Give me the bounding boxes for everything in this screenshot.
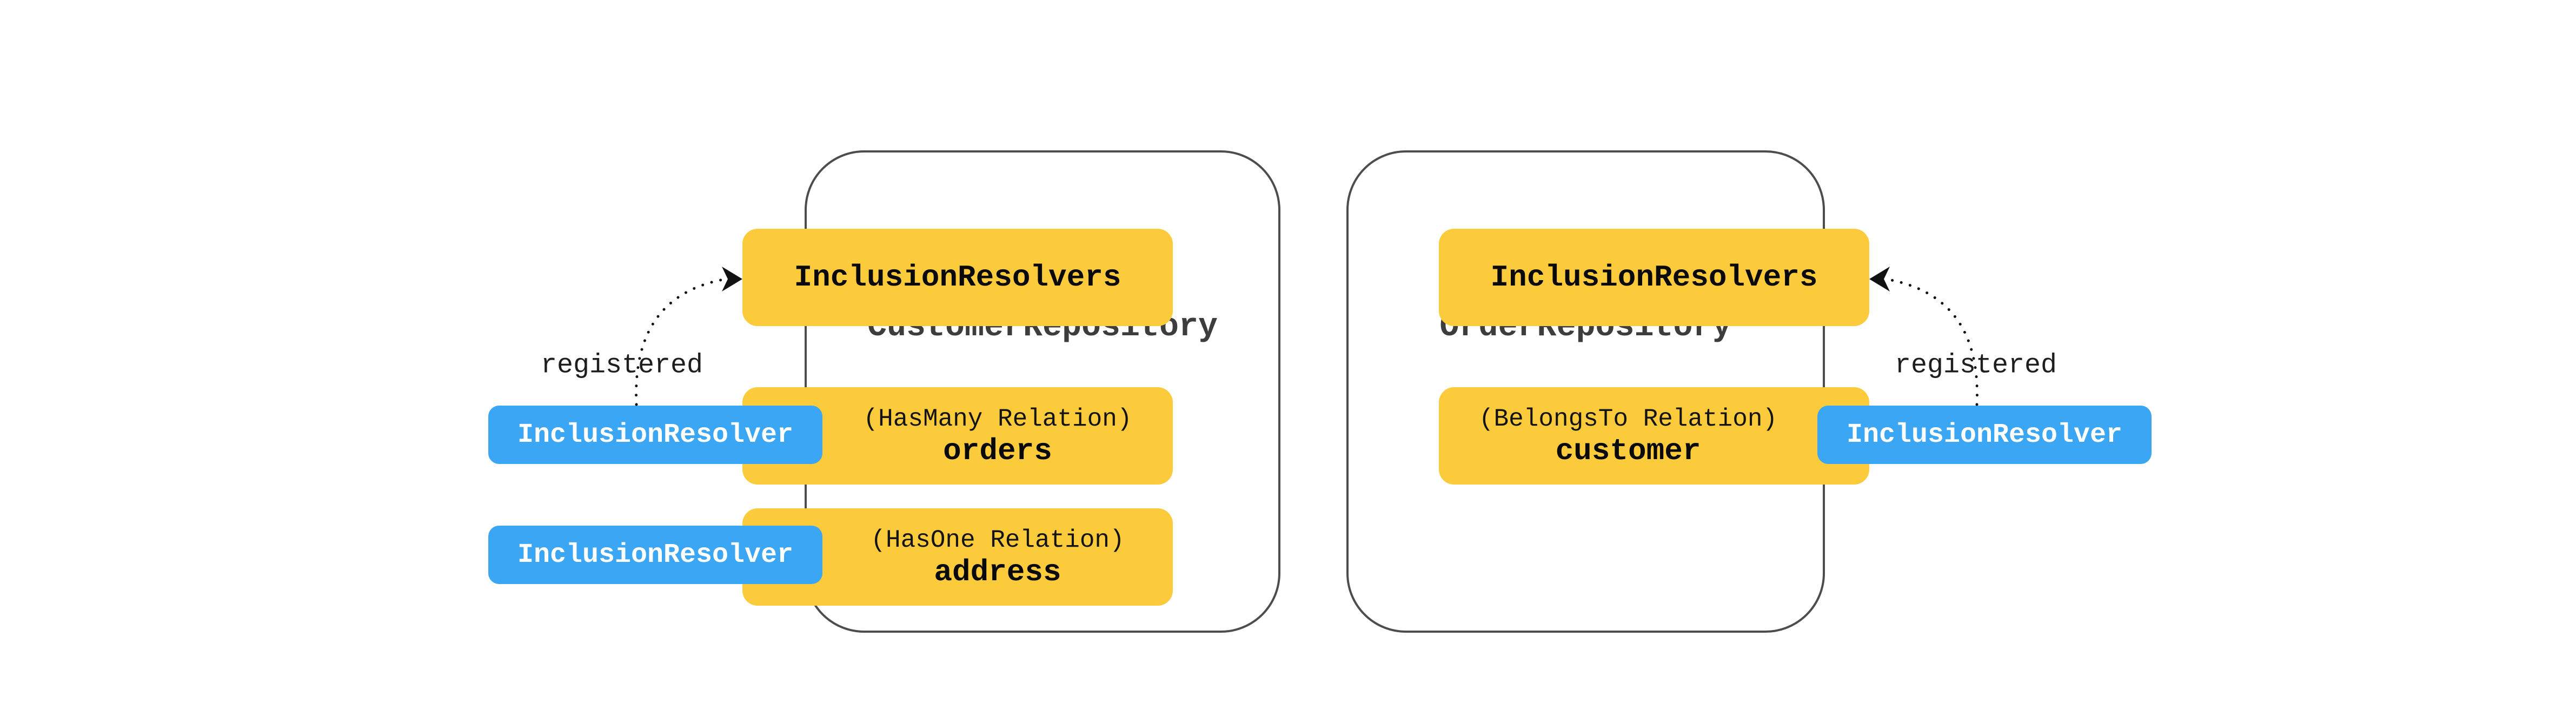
inclusion-resolver-chip-orders: InclusionResolver (488, 406, 822, 464)
inclusion-resolver-chip-customer: InclusionResolver (1817, 406, 2152, 464)
relation-name-label: orders (943, 434, 1052, 468)
arrowhead-left-icon (1869, 267, 1890, 291)
inclusion-resolvers-label: InclusionResolvers (794, 260, 1121, 295)
customer-inclusion-resolvers-box: InclusionResolvers (742, 229, 1173, 326)
relation-type-label: (HasMany Relation) (863, 405, 1132, 433)
registered-dotted-edge-right (1887, 278, 1979, 406)
relation-box-customer: (BelongsTo Relation) customer (1439, 387, 1869, 485)
registered-edge-label-right: registered (1894, 350, 2057, 381)
registered-edge-label-left: registered (540, 350, 703, 381)
arrowhead-right-icon (722, 267, 742, 291)
relation-box-orders: (HasMany Relation) orders (742, 387, 1173, 485)
inclusion-resolver-chip-label: InclusionResolver (1846, 419, 2123, 450)
registered-dotted-edge-left (635, 278, 725, 406)
inclusion-resolver-chip-label: InclusionResolver (517, 539, 794, 571)
inclusion-resolver-chip-address: InclusionResolver (488, 526, 822, 584)
order-inclusion-resolvers-box: InclusionResolvers (1439, 229, 1869, 326)
relation-name-label: address (934, 555, 1061, 589)
relation-type-label: (HasOne Relation) (871, 526, 1125, 554)
inclusion-resolver-chip-label: InclusionResolver (517, 419, 794, 450)
relation-type-label: (BelongsTo Relation) (1478, 405, 1778, 433)
inclusion-resolvers-label: InclusionResolvers (1490, 260, 1818, 295)
relation-name-label: customer (1555, 434, 1701, 468)
